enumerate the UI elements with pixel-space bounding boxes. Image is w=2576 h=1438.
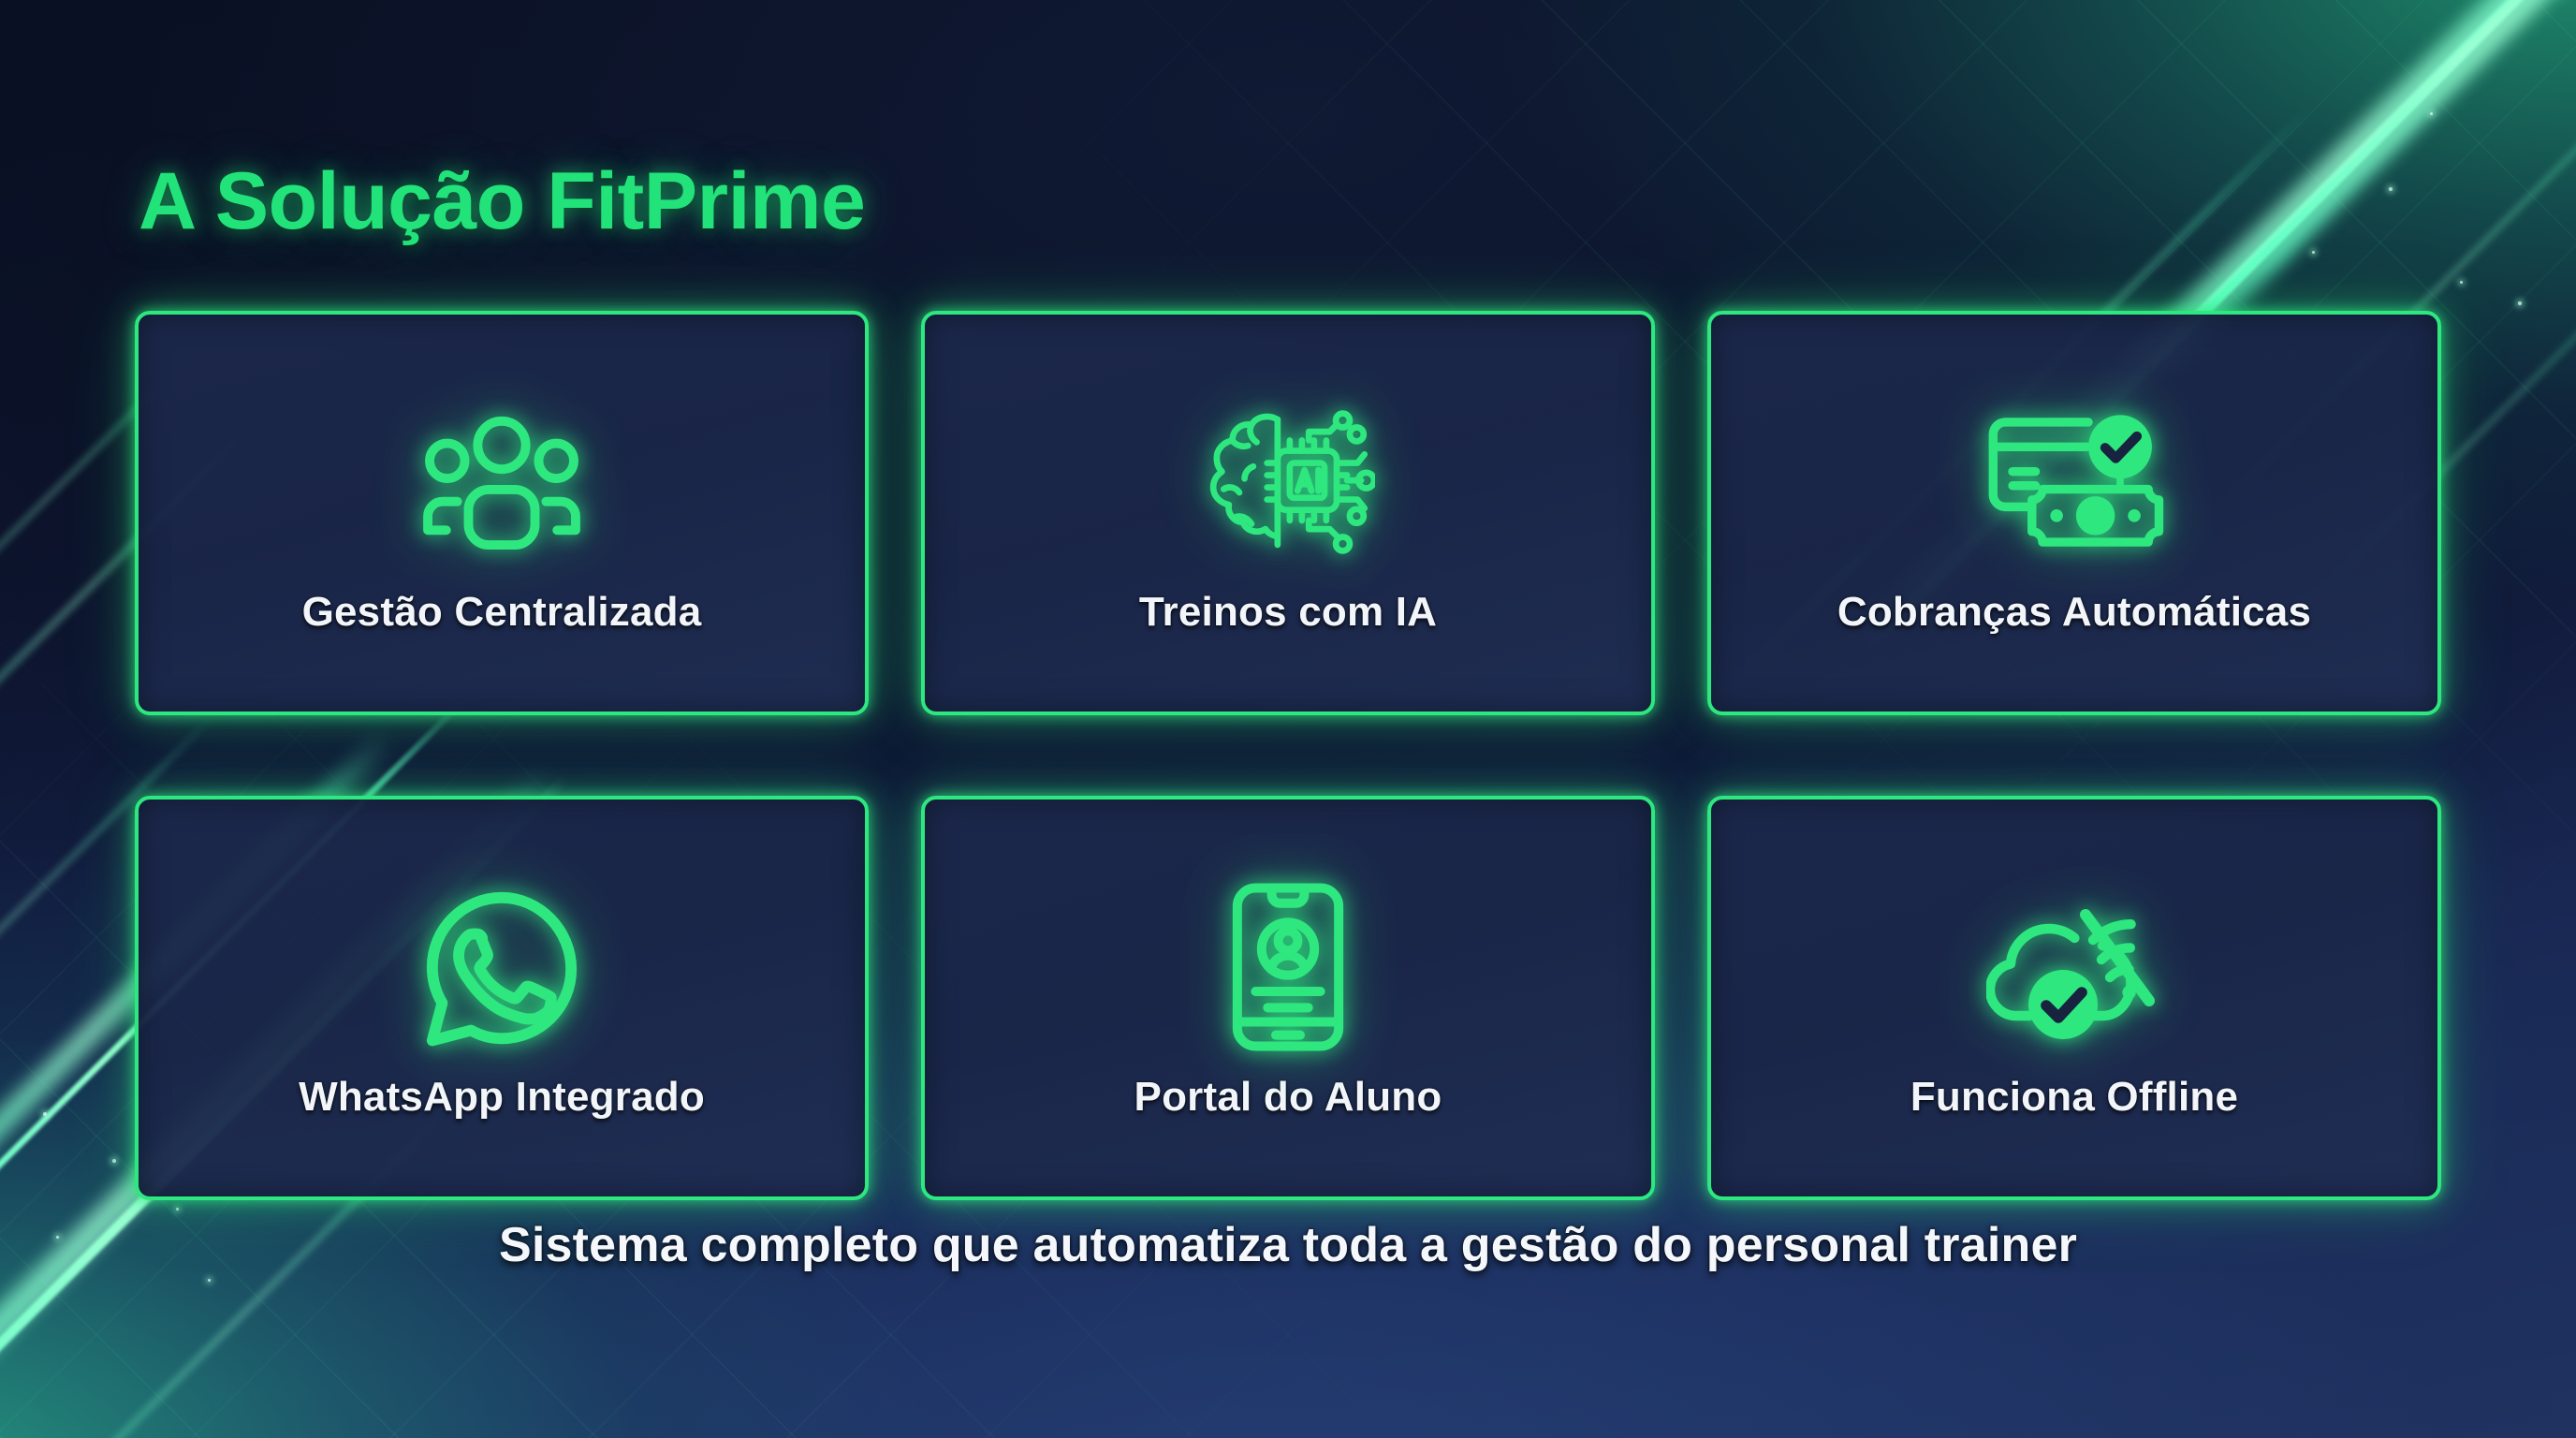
feature-card-label: WhatsApp Integrado	[299, 1074, 705, 1120]
feature-card-portal-do-aluno[interactable]: Portal do Aluno	[921, 796, 1655, 1200]
feature-card-label: Funciona Offline	[1910, 1074, 2239, 1120]
brain-ai-chip-icon	[1201, 390, 1375, 574]
smartphone-profile-icon	[1227, 875, 1349, 1059]
feature-card-whatsapp-integrado[interactable]: WhatsApp Integrado	[135, 796, 869, 1200]
caption-text: Sistema completo que automatiza toda a g…	[498, 1218, 2078, 1272]
credit-card-money-check-icon	[1983, 390, 2166, 574]
page-title: A Solução FitPrime	[139, 155, 866, 246]
whatsapp-icon	[418, 875, 585, 1059]
feature-card-label: Portal do Aluno	[1134, 1074, 1442, 1120]
feature-card-grid: Gestão Centralizada	[135, 311, 2441, 1200]
feature-card-cobrancas-automaticas[interactable]: Cobranças Automáticas	[1707, 311, 2441, 715]
feature-card-label: Gestão Centralizada	[301, 589, 702, 635]
feature-card-funciona-offline[interactable]: Funciona Offline	[1707, 796, 2441, 1200]
feature-card-treinos-com-ia[interactable]: Treinos com IA	[921, 311, 1655, 715]
cloud-offline-check-icon	[1986, 875, 2162, 1059]
feature-card-label: Cobranças Automáticas	[1837, 589, 2312, 635]
feature-card-gestao-centralizada[interactable]: Gestão Centralizada	[135, 311, 869, 715]
feature-card-label: Treinos com IA	[1138, 589, 1438, 635]
users-group-icon	[413, 390, 591, 574]
